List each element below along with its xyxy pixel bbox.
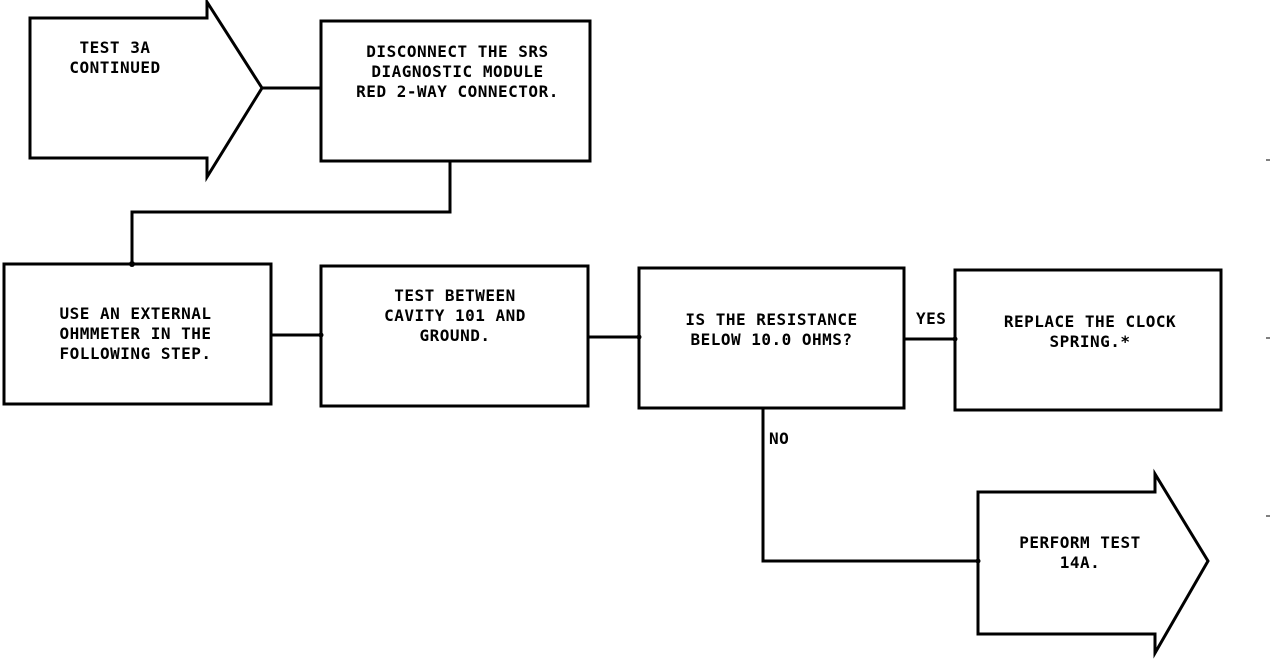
start-label: TEST 3A CONTINUED [69, 38, 161, 77]
no-label: NO [769, 429, 790, 448]
step3-label: TEST BETWEEN CAVITY 101 AND GROUND. [384, 286, 526, 345]
junction-dot [975, 558, 981, 564]
junction-dot [636, 334, 642, 340]
connector-step1-to-step2 [130, 161, 452, 264]
start-arrow-shape [28, 0, 264, 183]
no-action-label: PERFORM TEST 14A. [1019, 533, 1141, 572]
yes-action-label: REPLACE THE CLOCK SPRING.* [1003, 312, 1177, 351]
no-action-arrow-shape [976, 468, 1210, 659]
junction-dot [318, 332, 324, 338]
connector-decision-no [761, 408, 978, 563]
step1-box [319, 19, 592, 163]
step2-label: USE AN EXTERNAL OHMMETER IN THE FOLLOWIN… [59, 304, 212, 363]
junction-dot [952, 336, 958, 342]
yes-label: YES [916, 309, 947, 328]
step1-label: DISCONNECT THE SRS DIAGNOSTIC MODULE RED… [356, 42, 559, 101]
decision-label: IS THE RESISTANCE BELOW 10.0 OHMS? [685, 310, 858, 349]
junction-dot [129, 261, 135, 267]
